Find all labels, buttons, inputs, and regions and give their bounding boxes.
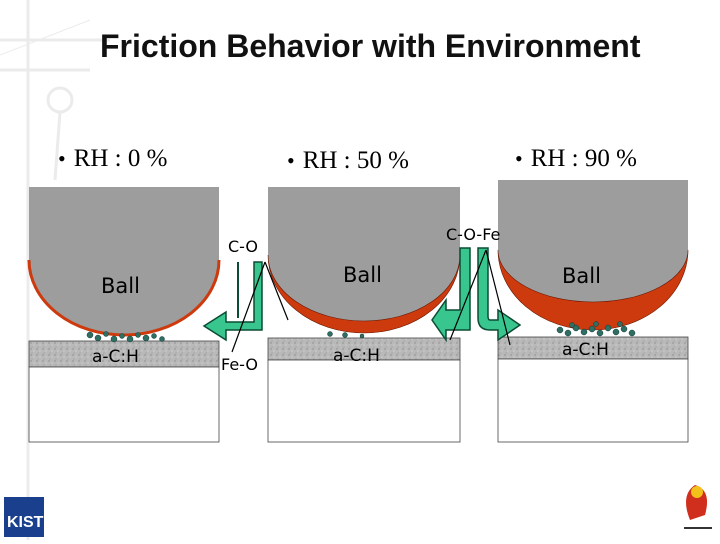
panel-rh-50: Ball a-C:H xyxy=(267,187,461,443)
substrate-2 xyxy=(267,359,461,443)
ball-1 xyxy=(29,187,219,335)
slide-title: Friction Behavior with Environment xyxy=(100,28,641,64)
ball-label-2: Ball xyxy=(343,263,382,287)
film-label-1: a-C:H xyxy=(92,347,139,367)
bullet-icon: • xyxy=(58,146,66,171)
label-c-o-fe: C-O-Fe xyxy=(446,225,500,244)
mascot-logo xyxy=(684,485,712,529)
kist-logo: KIST xyxy=(4,497,44,537)
ball-2 xyxy=(268,187,460,333)
condition-label: RH : 90 % xyxy=(530,145,637,172)
film-label-2: a-C:H xyxy=(333,346,380,366)
bullet-icon: • xyxy=(515,146,523,171)
reaction-arrow-left xyxy=(202,261,289,353)
substrate-1 xyxy=(28,366,220,443)
ball-3 xyxy=(498,180,688,330)
background-pole-watermark xyxy=(0,0,110,540)
panel-rh-90: Ball a-C:H xyxy=(497,180,689,443)
reaction-arrow-middle xyxy=(431,247,522,346)
condition-rh-90: • RH : 90 % xyxy=(515,145,637,173)
label-fe-o: Fe-O xyxy=(221,355,258,374)
label-c-o: C-O xyxy=(228,237,258,256)
debris-1 xyxy=(86,331,165,343)
debris-3 xyxy=(556,321,636,337)
ball-label-1: Ball xyxy=(101,274,140,298)
oxide-layer-3 xyxy=(497,249,689,331)
condition-rh-0: • RH : 0 % xyxy=(58,145,167,173)
substrate-film-1 xyxy=(28,340,220,368)
condition-label: RH : 50 % xyxy=(302,147,409,174)
kist-logo-text: KIST xyxy=(7,514,44,531)
film-label-3: a-C:H xyxy=(562,340,609,360)
debris-2 xyxy=(327,331,365,339)
condition-rh-50: • RH : 50 % xyxy=(287,147,409,175)
bullet-icon: • xyxy=(287,148,295,173)
condition-label: RH : 0 % xyxy=(73,145,168,172)
ball-label-3: Ball xyxy=(562,264,601,288)
substrate-3 xyxy=(497,358,689,443)
panel-rh-0: Ball a-C:H xyxy=(27,187,221,443)
